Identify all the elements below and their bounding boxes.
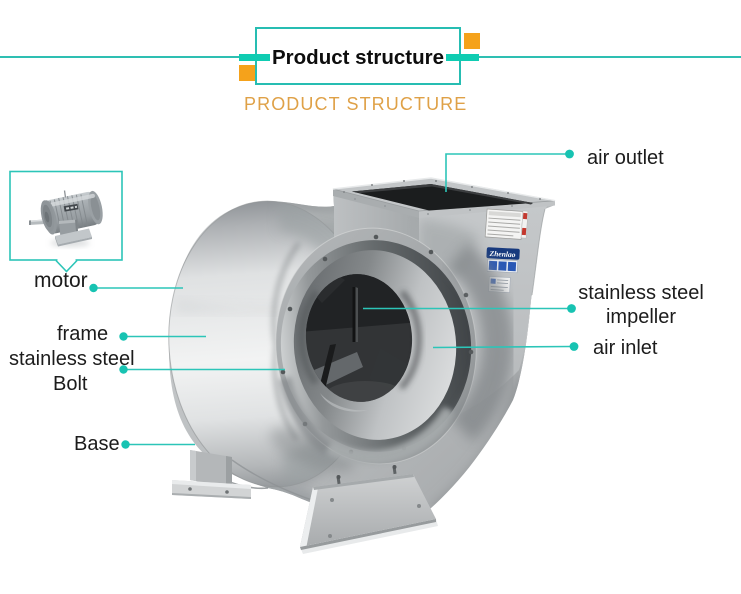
svg-text:Zhenlao: Zhenlao: [488, 249, 516, 259]
